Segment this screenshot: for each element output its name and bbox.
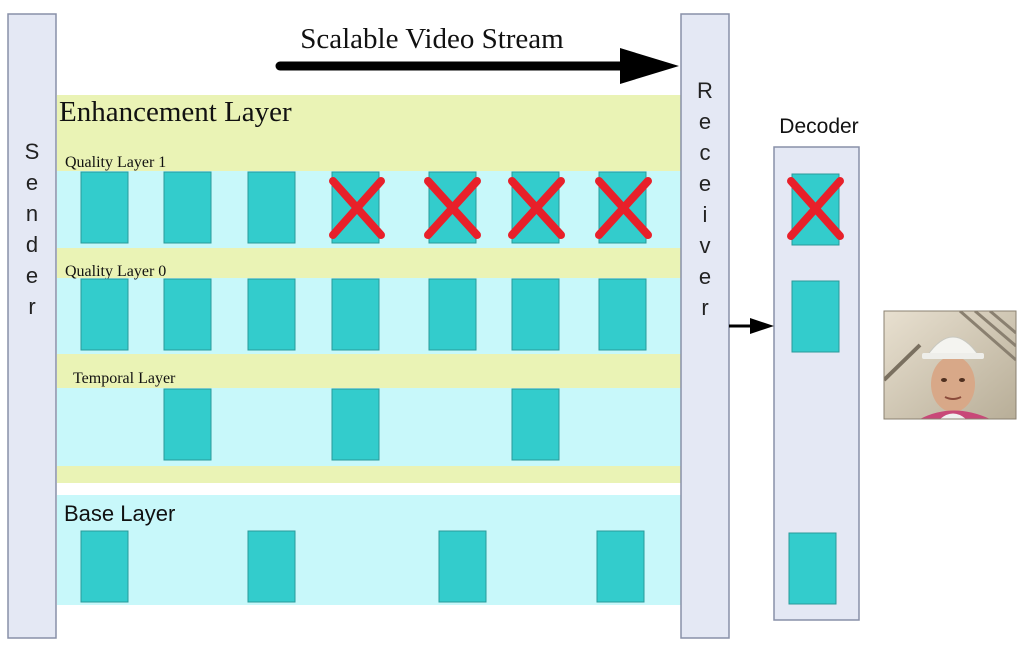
frame xyxy=(247,278,296,351)
x-cross-icon xyxy=(329,177,385,239)
decoder-frames xyxy=(787,173,844,605)
quality-layer-0-label-band xyxy=(57,248,682,278)
enhancement-layer-label: Enhancement Layer xyxy=(59,96,292,128)
enhancement-layer-band xyxy=(57,95,682,171)
frame xyxy=(791,280,840,353)
frame xyxy=(163,278,212,351)
frame xyxy=(247,171,296,244)
stream-arrow xyxy=(275,48,679,84)
frame xyxy=(80,530,129,603)
frame xyxy=(598,278,647,351)
base-layer-label: Base Layer xyxy=(64,501,175,526)
quality-layer-0-frames xyxy=(80,278,647,351)
temporal-layer-label-band xyxy=(57,354,682,388)
frame xyxy=(80,171,129,244)
quality-layer-1-label: Quality Layer 1 xyxy=(65,154,166,171)
temporal-layer-label: Temporal Layer xyxy=(73,370,176,387)
frame xyxy=(596,530,645,603)
x-cross-icon xyxy=(595,177,652,239)
frame xyxy=(163,388,212,461)
x-cross-icon xyxy=(787,177,844,240)
sender-bar xyxy=(7,13,57,639)
photo-frame-border xyxy=(883,310,1017,420)
decoder-label: Decoder xyxy=(779,115,858,138)
frame xyxy=(80,278,129,351)
frame xyxy=(331,388,380,461)
frame xyxy=(788,532,837,605)
receiver-to-decoder-arrow xyxy=(729,318,774,334)
frame xyxy=(438,530,487,603)
frame xyxy=(511,388,560,461)
frame xyxy=(163,171,212,244)
frame xyxy=(511,278,560,351)
stream-label: Scalable Video Stream xyxy=(300,23,564,55)
x-cross-icon xyxy=(424,177,481,239)
temporal-layer-bottom-band xyxy=(57,466,682,483)
sender-label: Sender xyxy=(20,139,45,325)
quality-layer-0-label: Quality Layer 0 xyxy=(65,263,166,280)
receiver-label: Receiver xyxy=(693,78,718,326)
decoded-video-frame-photo xyxy=(884,311,1016,419)
x-cross-icon xyxy=(508,177,565,239)
base-layer-band xyxy=(57,495,682,605)
receiver-bar xyxy=(680,13,730,639)
dropped-frames xyxy=(329,177,652,239)
frame xyxy=(331,278,380,351)
frame xyxy=(428,278,477,351)
frame xyxy=(247,530,296,603)
base-layer-frames xyxy=(80,530,645,603)
temporal-layer-frames xyxy=(163,388,560,461)
